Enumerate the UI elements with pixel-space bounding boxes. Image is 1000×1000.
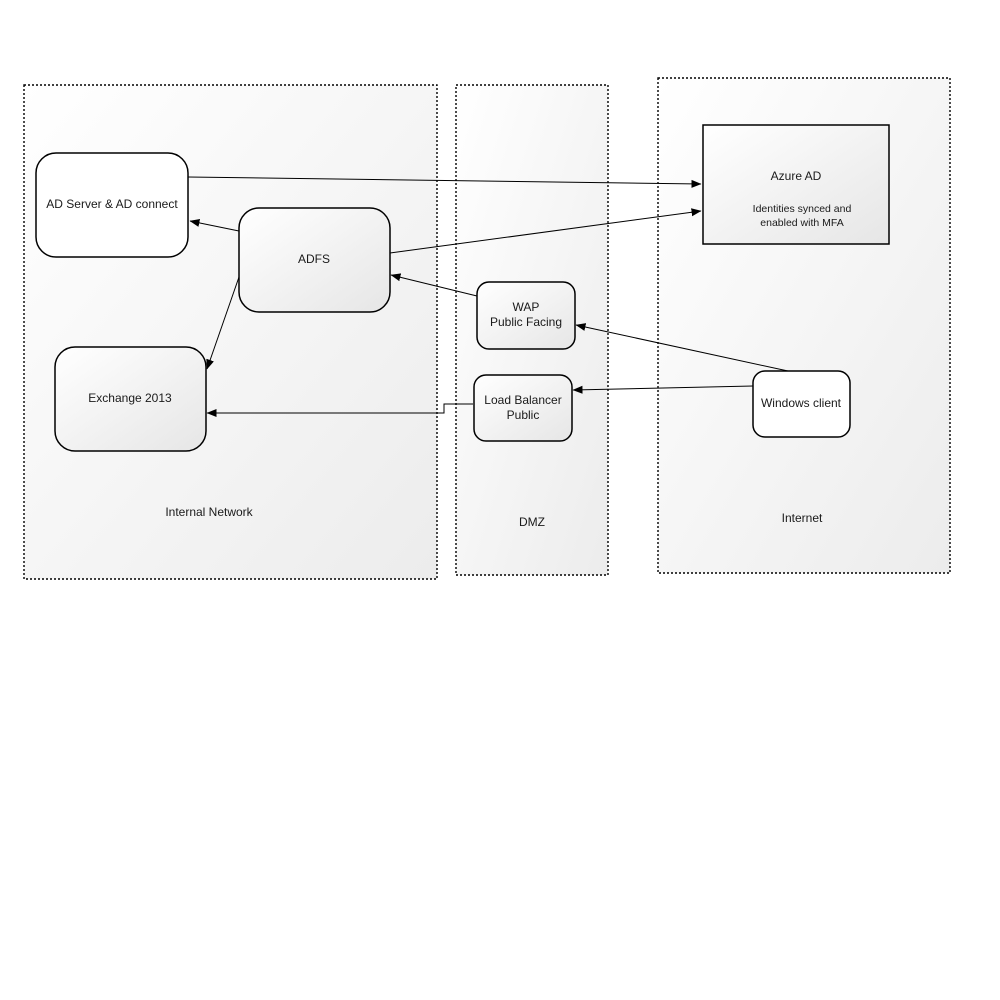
node-azure-ad-title: Azure AD xyxy=(771,169,822,183)
node-windows-client-label: Windows client xyxy=(761,396,842,410)
node-load-balancer-label-line1: Load Balancer xyxy=(484,393,561,407)
edge-adfs-to-azure xyxy=(389,208,702,254)
edge-wap-to-adfs xyxy=(390,273,478,297)
node-adfs-label: ADFS xyxy=(298,252,330,266)
edge-ad-server-to-azure xyxy=(187,176,702,188)
edge-windows-client-to-wap xyxy=(575,323,789,372)
node-azure-ad[interactable]: Azure AD Identities synced and enabled w… xyxy=(702,124,890,245)
edge-adfs-to-exchange xyxy=(206,276,240,370)
node-load-balancer-label-line2: Public xyxy=(507,408,540,422)
node-exchange[interactable]: Exchange 2013 xyxy=(54,346,207,452)
zone-dmz-label: DMZ xyxy=(519,515,545,529)
node-wap-label-line1: WAP xyxy=(513,300,540,314)
edges xyxy=(187,176,789,417)
node-wap-label-line2: Public Facing xyxy=(490,315,562,329)
node-azure-ad-subtitle-line2: enabled with MFA xyxy=(760,217,843,229)
node-ad-server[interactable]: AD Server & AD connect xyxy=(35,152,189,258)
node-azure-ad-subtitle-line1: Identities synced and xyxy=(753,203,852,215)
edge-adfs-to-ad-server xyxy=(189,218,240,232)
zone-internet-label: Internet xyxy=(782,511,823,525)
edge-windows-client-to-load-balancer xyxy=(572,385,754,394)
node-adfs[interactable]: ADFS xyxy=(238,207,391,313)
node-exchange-label: Exchange 2013 xyxy=(88,391,172,405)
node-load-balancer[interactable]: Load Balancer Public xyxy=(473,374,573,442)
zone-internal-label: Internal Network xyxy=(165,505,253,519)
node-windows-client[interactable]: Windows client xyxy=(752,370,851,438)
edge-load-balancer-to-exchange xyxy=(206,403,473,417)
node-wap[interactable]: WAP Public Facing xyxy=(476,281,576,350)
node-ad-server-label: AD Server & AD connect xyxy=(46,197,178,211)
